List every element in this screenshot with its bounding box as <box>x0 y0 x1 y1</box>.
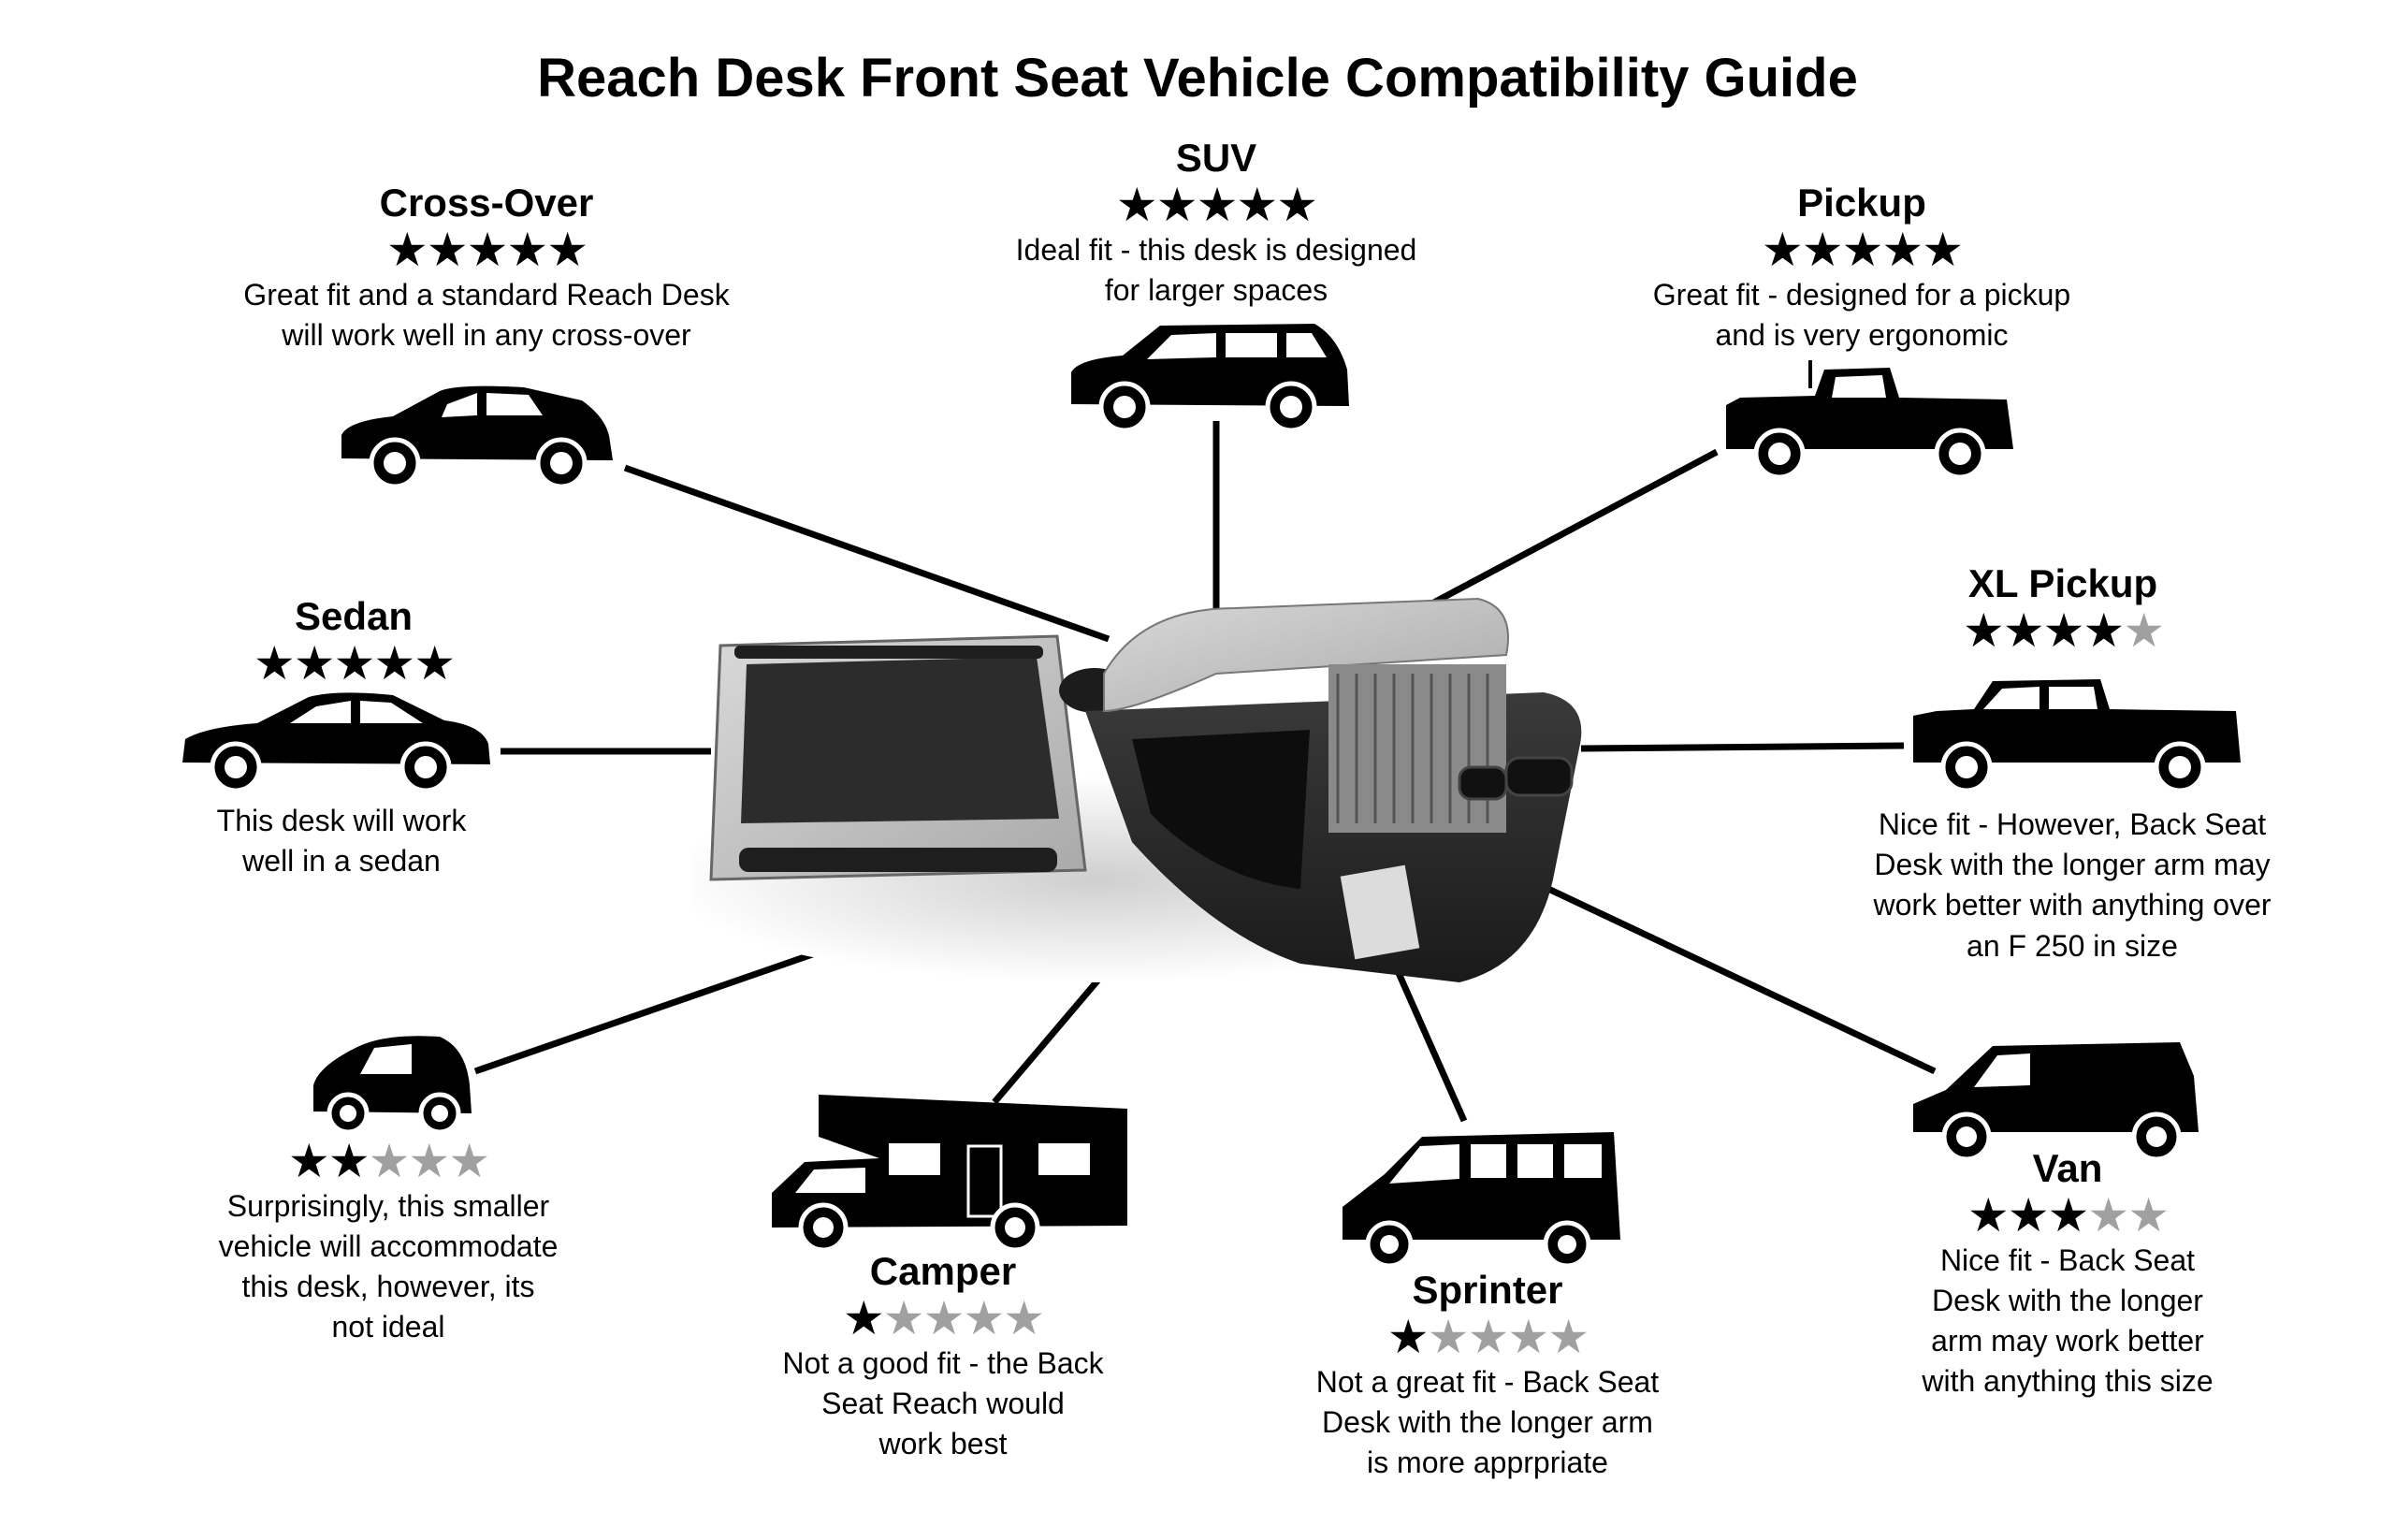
star-filled-icon: ★ <box>2042 604 2085 658</box>
xlpickup-description-block: Nice fit - However, Back Seat Desk with … <box>1873 805 2271 966</box>
star-empty-icon: ★ <box>1003 1292 1045 1345</box>
small-car-silhouette-icon <box>313 1036 472 1135</box>
vehicle-sprinter: Sprinter ★★★★★ Not a great fit - Back Se… <box>1316 1268 1659 1483</box>
vehicle-name: Pickup <box>1797 181 1926 225</box>
vehicle-name: SUV <box>1175 136 1257 180</box>
star-empty-icon: ★ <box>2127 1189 2170 1242</box>
star-filled-icon: ★ <box>327 1135 370 1187</box>
star-filled-icon: ★ <box>1962 604 2005 658</box>
star-filled-icon: ★ <box>253 637 296 690</box>
star-filled-icon: ★ <box>1196 179 1239 232</box>
camper-silhouette-icon <box>772 1095 1127 1253</box>
vehicle-pickup: Pickup ★★★★★ Great fit - designed for a … <box>1653 181 2070 356</box>
vehicle-name: Sprinter <box>1412 1268 1563 1312</box>
star-filled-icon: ★ <box>466 224 509 277</box>
star-rating: ★★★★★ <box>243 225 729 275</box>
vehicle-description: This desk will work well in a sedan <box>216 804 467 879</box>
star-empty-icon: ★ <box>1507 1311 1549 1364</box>
vehicle-smallcar: ★★★★★ Surprisingly, this smaller vehicle… <box>219 1137 559 1347</box>
suv-silhouette-icon <box>1071 324 1349 430</box>
vehicle-description: Not a great fit - Back Seat Desk with th… <box>1315 1364 1660 1480</box>
connector-van <box>1546 885 1937 1075</box>
star-rating: ★★★★★ <box>1922 1191 2213 1241</box>
star-rating: ★★★★★ <box>253 637 456 690</box>
star-filled-icon: ★ <box>506 224 548 277</box>
vehicle-name: Camper <box>869 1249 1017 1293</box>
star-filled-icon: ★ <box>1386 1311 1430 1364</box>
vehicle-suv: SUV ★★★★★ Ideal fit - this desk is desig… <box>1016 136 1417 311</box>
vehicle-name: Van <box>2032 1146 2103 1190</box>
connector-crossover <box>623 464 1110 643</box>
star-filled-icon: ★ <box>1922 224 1964 277</box>
star-filled-icon: ★ <box>333 637 376 690</box>
star-rating: ★★★★★ <box>782 1294 1103 1344</box>
star-filled-icon: ★ <box>2083 604 2125 658</box>
star-filled-icon: ★ <box>385 224 428 277</box>
sedan-silhouette-icon <box>182 692 490 793</box>
reach-desk-image <box>692 597 1582 982</box>
star-filled-icon: ★ <box>287 1135 330 1187</box>
vehicle-crossover: Cross-Over ★★★★★ Great fit and a standar… <box>243 181 729 356</box>
vehicle-description: Great fit - designed for a pickup and is… <box>1652 277 2071 352</box>
star-filled-icon: ★ <box>546 224 588 277</box>
xl-pickup-silhouette-icon <box>1913 679 2241 793</box>
star-rating: ★★★★★ <box>1653 225 2070 275</box>
star-empty-icon: ★ <box>922 1292 965 1345</box>
star-filled-icon: ★ <box>1881 224 1923 277</box>
star-filled-icon: ★ <box>2002 604 2045 658</box>
star-rating: ★★★★★ <box>1316 1313 1659 1362</box>
star-filled-icon: ★ <box>1276 179 1318 232</box>
vehicle-sedan: Sedan ★★★★★ <box>253 594 456 690</box>
page-title: Reach Desk Front Seat Vehicle Compatibil… <box>537 48 1858 109</box>
star-filled-icon: ★ <box>293 637 336 690</box>
star-filled-icon: ★ <box>1155 179 1198 232</box>
star-filled-icon: ★ <box>2047 1189 2090 1242</box>
sprinter-silhouette-icon <box>1343 1132 1620 1268</box>
connector-xlpickup <box>1580 742 1905 752</box>
star-filled-icon: ★ <box>1115 179 1158 232</box>
star-filled-icon: ★ <box>2007 1189 2050 1242</box>
star-filled-icon: ★ <box>373 637 415 690</box>
vehicle-description: Nice fit - Back Seat Desk with the longe… <box>1922 1242 2214 1399</box>
star-empty-icon: ★ <box>1427 1311 1470 1364</box>
star-filled-icon: ★ <box>426 224 469 277</box>
vehicle-name: XL Pickup <box>1967 561 2158 605</box>
vehicle-camper: Camper ★★★★★ Not a good fit - the Back S… <box>782 1249 1103 1464</box>
vehicle-name: Sedan <box>294 594 414 638</box>
vehicle-name: Cross-Over <box>379 181 594 225</box>
star-empty-icon: ★ <box>2123 604 2165 658</box>
van-silhouette-icon <box>1913 1042 2199 1160</box>
star-empty-icon: ★ <box>1467 1311 1510 1364</box>
star-filled-icon: ★ <box>1236 179 1278 232</box>
star-empty-icon: ★ <box>1547 1311 1589 1364</box>
vehicle-description: Surprisingly, this smaller vehicle will … <box>218 1188 559 1344</box>
vehicle-xlpickup: XL Pickup ★★★★★ <box>1962 561 2165 658</box>
star-empty-icon: ★ <box>963 1292 1005 1345</box>
star-empty-icon: ★ <box>368 1135 411 1187</box>
pickup-silhouette-icon <box>1726 360 2013 480</box>
connector-sprinter <box>1395 971 1468 1123</box>
vehicle-description: Nice fit - However, Back Seat Desk with … <box>1873 807 2272 963</box>
star-filled-icon: ★ <box>842 1292 885 1345</box>
star-filled-icon: ★ <box>1841 224 1884 277</box>
star-rating: ★★★★★ <box>1962 604 2165 658</box>
vehicle-description: Not a good fit - the Back Seat Reach wou… <box>782 1345 1104 1461</box>
sedan-description-block: This desk will work well in a sedan <box>217 801 467 881</box>
star-empty-icon: ★ <box>408 1135 450 1187</box>
star-empty-icon: ★ <box>882 1292 925 1345</box>
star-filled-icon: ★ <box>1761 224 1804 277</box>
star-rating: ★★★★★ <box>219 1137 559 1186</box>
star-empty-icon: ★ <box>448 1135 490 1187</box>
star-filled-icon: ★ <box>1967 1189 2010 1242</box>
vehicle-description: Great fit and a standard Reach Desk will… <box>243 277 730 352</box>
star-empty-icon: ★ <box>2087 1189 2129 1242</box>
vehicle-description: Ideal fit - this desk is designed for la… <box>1015 232 1417 307</box>
crossover-silhouette-icon <box>341 385 613 487</box>
star-filled-icon: ★ <box>1801 224 1844 277</box>
star-filled-icon: ★ <box>414 637 456 690</box>
vehicle-van: Van ★★★★★ Nice fit - Back Seat Desk with… <box>1922 1146 2213 1402</box>
star-rating: ★★★★★ <box>1016 181 1417 230</box>
